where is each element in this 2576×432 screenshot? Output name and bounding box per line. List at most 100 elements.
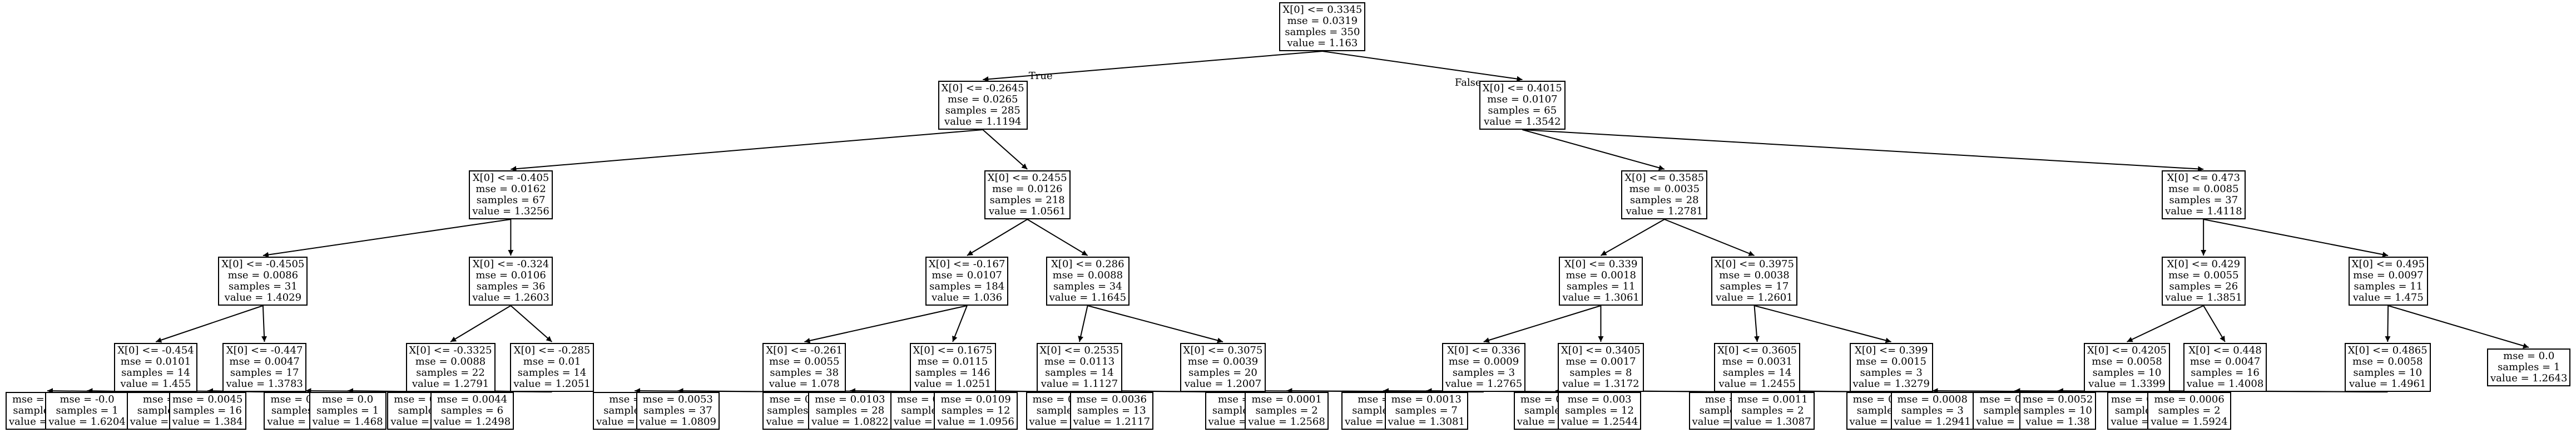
node-line: mse = 0.0319 — [1287, 15, 1358, 27]
tree-edge — [511, 129, 983, 172]
node-line: mse = 0.0011 — [1737, 394, 1808, 405]
node-line: samples = 6 — [440, 405, 504, 416]
node-line: mse = 0.0097 — [2353, 269, 2424, 281]
node-line: samples = 17 — [230, 367, 299, 379]
node-line: samples = 285 — [945, 105, 1021, 116]
tree-edge — [1027, 219, 1088, 256]
node-line: value = 1.1645 — [1049, 292, 1127, 303]
node-line: mse = 0.0 — [322, 394, 374, 405]
node-line: samples = 11 — [2354, 281, 2423, 292]
node-line: mse = 0.0106 — [475, 269, 546, 281]
node-line: samples = 11 — [1566, 281, 1636, 292]
true-edge-label: True — [1028, 70, 1053, 82]
node-line: mse = 0.0047 — [2189, 356, 2261, 367]
node-line: samples = 3 — [1452, 367, 1515, 379]
node-line: samples = 3 — [1901, 405, 1964, 416]
node-line: value = 1.2765 — [1445, 378, 1523, 390]
node-line: value = 1.2601 — [1716, 292, 1793, 303]
node-line: samples = 8 — [1569, 367, 1632, 379]
node-line: samples = 28 — [815, 405, 885, 416]
node-line: mse = 0.0017 — [1566, 356, 1636, 367]
tree-edge — [983, 51, 1323, 82]
node-line: samples = 12 — [941, 405, 1010, 416]
node-line: X[0] <= -0.405 — [472, 172, 549, 184]
node-line: X[0] <= -0.4505 — [221, 258, 305, 270]
node-line: mse = -0.0 — [60, 394, 115, 405]
node-line: value = 1.3542 — [1484, 116, 1561, 127]
node-line: mse = 0.003 — [1567, 394, 1632, 405]
node-line: mse = 0.0006 — [2154, 394, 2225, 405]
node-line: value = 1.2568 — [1248, 416, 1325, 428]
node-line: mse = 0.0109 — [940, 394, 1011, 405]
node-line: value = 1.036 — [932, 292, 1003, 303]
tree-edge — [1754, 305, 1891, 343]
node-line: mse = 0.0035 — [1629, 183, 1700, 195]
node-line: samples = 37 — [2169, 194, 2238, 206]
node-line: X[0] <= 0.4865 — [2347, 345, 2428, 356]
node-line: samples = 14 — [517, 367, 587, 379]
node-line: samples = 16 — [173, 405, 242, 416]
node-line: value = 1.455 — [120, 378, 191, 390]
node-line: value = 1.468 — [312, 416, 383, 428]
node-line: value = 1.3061 — [1562, 292, 1639, 303]
node-line: samples = 28 — [1629, 194, 1699, 206]
node-line: mse = 0.0018 — [1566, 269, 1636, 281]
node-line: value = 1.3279 — [1852, 378, 1930, 390]
node-line: value = 1.4008 — [2186, 378, 2264, 390]
node-line: samples = 2 — [1255, 405, 1318, 416]
node-line: mse = 0.0088 — [415, 356, 486, 367]
node-line: X[0] <= 0.3585 — [1624, 172, 1705, 184]
node-line: samples = 1 — [56, 405, 118, 416]
node-line: value = 1.3087 — [1734, 416, 1811, 428]
node-line: mse = 0.0085 — [2168, 183, 2239, 195]
node-line: X[0] <= 0.286 — [1051, 258, 1124, 270]
node-line: mse = 0.0053 — [642, 394, 713, 405]
node-line: samples = 67 — [476, 194, 546, 206]
node-line: value = 1.2603 — [472, 292, 549, 303]
node-line: samples = 2 — [1741, 405, 1804, 416]
node-line: samples = 350 — [1285, 26, 1360, 38]
node-line: samples = 31 — [229, 281, 298, 292]
node-line: mse = 0.0101 — [120, 356, 191, 367]
node-line: X[0] <= -0.454 — [117, 345, 194, 356]
node-line: value = 1.2941 — [1894, 416, 1971, 428]
tree-edge — [2385, 305, 2391, 342]
node-line: X[0] <= -0.261 — [766, 345, 843, 356]
tree-edge — [1664, 219, 1755, 256]
node-line: samples = 14 — [121, 367, 190, 379]
node-line: X[0] <= 0.473 — [2167, 172, 2241, 184]
node-line: X[0] <= -0.2645 — [941, 82, 1024, 94]
node-line: value = 1.384 — [172, 416, 243, 428]
node-line: samples = 37 — [643, 405, 712, 416]
tree-edge — [510, 305, 553, 342]
node-line: mse = 0.0107 — [1487, 94, 1558, 105]
node-line: samples = 17 — [1720, 281, 1789, 292]
node-line: mse = 0.0009 — [1448, 356, 1519, 367]
node-line: value = 1.2117 — [1073, 416, 1151, 428]
node-line: samples = 22 — [416, 367, 485, 379]
node-line: X[0] <= -0.167 — [928, 258, 1005, 270]
node-line: samples = 20 — [1188, 367, 1257, 379]
node-line: value = 1.2455 — [1718, 378, 1796, 390]
tree-edge — [1483, 305, 1601, 343]
tree-edge — [2387, 305, 2529, 348]
tree-edge — [967, 219, 1028, 256]
node-line: mse = 0.0058 — [2352, 356, 2423, 367]
node-line: mse = 0.0013 — [1391, 394, 1462, 405]
node-line: value = 1.0561 — [989, 205, 1066, 217]
